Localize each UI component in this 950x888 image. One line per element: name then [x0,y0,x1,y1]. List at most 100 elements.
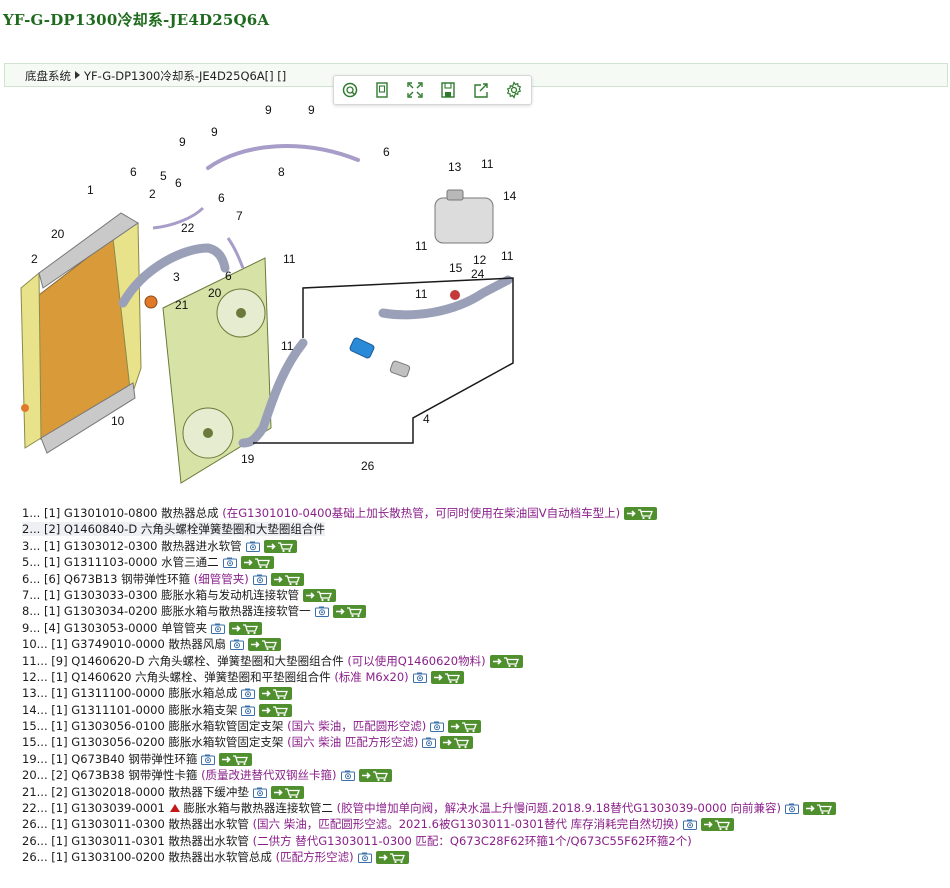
camera-icon[interactable] [340,770,355,782]
part-name: 散热器总成 [161,506,219,520]
part-row-content: 6... [6] Q673B13 钢带弹性环箍 (细管管夹) [22,572,249,586]
share-icon[interactable] [472,81,490,99]
callout-label: 21 [175,298,189,312]
part-row[interactable]: 26... [1] G1303011-0300 散热器出水软管 (国六 柴油，匹… [22,816,947,832]
part-row[interactable]: 3... [1] G1303012-0300 散热器进水软管 [22,538,947,554]
camera-icon[interactable] [201,754,216,765]
part-row[interactable]: 9... [4] G1303053-0000 单管管夹 [22,620,947,636]
callout-label: 10 [111,414,125,428]
part-row-content: 21... [2] G1302018-0000 散热器下缓冲垫 [22,785,249,799]
camera-icon[interactable] [314,606,329,618]
part-row-content: 5... [1] G1311103-0000 水管三通二 [22,555,219,569]
part-row[interactable]: 11... [9] Q1460620-D 六角头螺栓、弹簧垫圈和大垫圈组合件 (… [22,653,947,669]
part-row[interactable]: 2... [2] Q1460840-D 六角头螺栓弹簧垫圈和大垫圈组合件 [22,521,947,537]
camera-icon[interactable] [245,541,260,552]
add-to-cart-button[interactable] [303,588,337,602]
part-row[interactable]: 14... [1] G1311101-0000 膨胀水箱支架 [22,702,947,718]
part-code: G1301010-0800 [63,506,158,520]
camera-icon[interactable] [422,737,437,749]
part-row[interactable]: 15... [1] G1303056-0200 膨胀水箱软管固定支架 (国六 柴… [22,734,947,750]
part-row[interactable]: 26... [1] G1303100-0200 散热器出水软管总成 (匹配方形空… [22,849,947,865]
camera-icon[interactable] [430,721,445,733]
part-row-content: 8... [1] G1303034-0200 膨胀水箱与散热器连接软管一 [22,604,311,618]
add-to-cart-button[interactable] [375,851,409,865]
camera-icon[interactable] [682,819,697,831]
settings-icon[interactable] [505,81,523,99]
add-to-cart-button[interactable] [624,507,658,520]
cart-icon [273,787,300,798]
part-row[interactable]: 6... [6] Q673B13 钢带弹性环箍 (细管管夹) [22,571,947,587]
cart-icon [262,706,289,716]
camera-icon[interactable] [211,623,226,634]
part-ref: 2... [22,522,41,537]
callout-label: 14 [503,189,517,203]
add-to-cart-button[interactable] [440,736,474,750]
part-row[interactable]: 22... [1] G1303039-0001 膨胀水箱与散热器连接软管二 (胶… [22,800,947,816]
add-to-cart-button[interactable] [219,752,253,766]
part-row[interactable]: 13... [1] G1311100-0000 膨胀水箱总成 [22,685,947,701]
add-to-cart-button[interactable] [700,818,734,832]
part-row[interactable]: 7... [1] G1303033-0300 膨胀水箱与发动机连接软管 [22,587,947,603]
add-to-cart-button[interactable] [430,670,464,684]
part-code: G1311101-0000 [71,702,165,717]
add-to-cart-button[interactable] [263,539,297,553]
breadcrumb-root[interactable]: 底盘系统 [25,69,71,83]
add-to-cart-button[interactable] [489,654,523,668]
part-name: 膨胀水箱与散热器连接软管一 [161,604,311,619]
add-to-cart-button[interactable] [332,605,366,619]
part-name: 膨胀水箱软管固定支架 [168,735,284,750]
part-code: G1311103-0000 [63,555,158,570]
part-code: Q673B40 [71,751,125,766]
camera-icon[interactable] [252,574,267,585]
fullscreen-icon[interactable] [406,81,424,99]
part-qty: [1] [51,702,68,717]
camera-icon[interactable] [241,705,256,716]
part-row[interactable]: 8... [1] G1303034-0200 膨胀水箱与散热器连接软管一 [22,603,947,619]
part-row-content: 11... [9] Q1460620-D 六角头螺栓、弹簧垫圈和大垫圈组合件 (… [22,654,486,668]
callout-label: 20 [51,227,65,241]
camera-icon[interactable] [252,787,267,798]
zoom-search-icon[interactable] [341,81,359,99]
part-row[interactable]: 19... [1] Q673B40 钢带弹性环箍 [22,751,947,767]
part-row-content: 2... [2] Q1460840-D 六角头螺栓弹簧垫圈和大垫圈组合件 [22,522,325,537]
part-note: (匹配方形空滤) [275,850,354,865]
add-to-cart-button[interactable] [270,572,304,586]
part-row[interactable]: 10... [1] G3749010-0000 散热器风扇 [22,636,947,652]
diagram-callouts: 9 9 9 9 8 6 6 5 6 2 6 1 20 22 7 13 11 14… [31,103,517,473]
save-icon[interactable] [439,81,457,99]
add-to-cart-button[interactable] [247,638,281,652]
add-to-cart-button[interactable] [240,556,274,570]
part-name: 钢带弹性环箍 [128,751,198,766]
part-code: G1303100-0200 [71,850,165,865]
cart-icon [443,738,470,749]
camera-icon[interactable] [229,639,244,651]
part-row[interactable]: 1... [1] G1301010-0800 散热器总成 (在G1301010-… [22,505,947,521]
part-row-content: 26... [1] G1303100-0200 散热器出水软管总成 (匹配方形空… [22,850,354,864]
camera-icon[interactable] [412,672,427,683]
part-row[interactable]: 15... [1] G1303056-0100 膨胀水箱软管固定支架 (国六 柴… [22,718,947,734]
part-row[interactable]: 21... [2] G1302018-0000 散热器下缓冲垫 [22,784,947,800]
callout-label: 9 [179,135,186,149]
camera-icon[interactable] [784,803,799,815]
add-to-cart-button[interactable] [270,785,304,799]
add-to-cart-button[interactable] [259,687,293,701]
add-to-cart-button[interactable] [259,703,293,717]
part-row[interactable]: 5... [1] G1311103-0000 水管三通二 [22,554,947,570]
part-row[interactable]: 12... [1] Q1460620 六角头螺栓、弹簧垫圈和平垫圈组合件 (标准… [22,669,947,685]
part-row[interactable]: 26... [1] G1303011-0301 散热器出水软管 (二供方 替代G… [22,833,947,849]
add-to-cart-button[interactable] [229,621,263,635]
part-row[interactable]: 20... [2] Q673B38 钢带弹性卡箍 (质量改进替代双钢丝卡箍) [22,767,947,783]
camera-icon[interactable] [357,852,372,864]
image-toolbar [333,75,532,105]
callout-label: 11 [481,157,494,171]
part-name: 散热器出水软管 [168,833,249,848]
add-to-cart-button[interactable] [802,802,836,816]
add-to-cart-button[interactable] [448,720,482,734]
camera-icon[interactable] [222,557,237,569]
add-to-cart-button[interactable] [358,769,392,783]
callout-label: 6 [218,191,225,205]
part-ref: 15... [22,719,48,734]
part-qty: [2] [43,522,61,537]
copy-icon[interactable] [373,81,391,99]
camera-icon[interactable] [241,688,256,700]
